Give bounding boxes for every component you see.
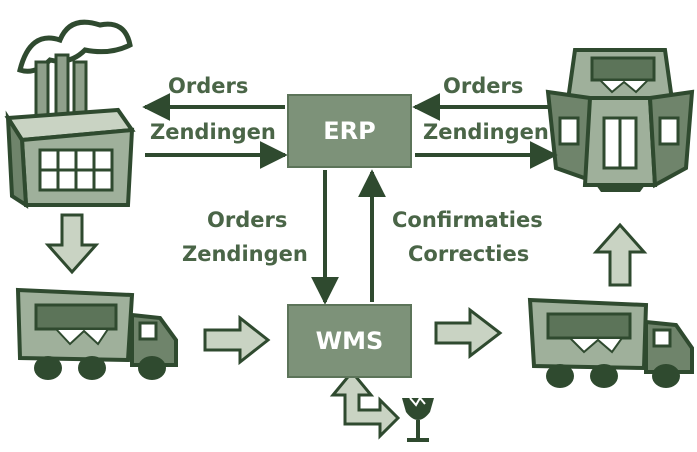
arrow-icon-returns <box>329 369 401 440</box>
arrow-icon-truck-to-store <box>592 222 648 287</box>
label-right-shipments: Zendingen <box>423 120 549 144</box>
label-down-orders: Orders <box>207 208 288 232</box>
label-up-corrections: Correcties <box>408 242 530 266</box>
arrow-icon-wms-to-truck <box>434 306 503 360</box>
label-down-shipments: Zendingen <box>182 242 308 266</box>
wms-box: WMS <box>287 304 412 378</box>
factory-icon <box>4 19 136 209</box>
truck-icon-right <box>527 297 694 388</box>
line-arrows <box>142 93 558 305</box>
store-icon <box>545 48 695 192</box>
truck-icon-left <box>15 287 178 380</box>
arrow-icon-factory-to-truck <box>44 213 100 275</box>
label-right-orders: Orders <box>443 74 524 98</box>
label-left-orders: Orders <box>168 74 249 98</box>
erp-box: ERP <box>287 94 412 168</box>
broken-glass-icon <box>402 396 434 442</box>
label-left-shipments: Zendingen <box>150 120 276 144</box>
label-up-confirmations: Confirmaties <box>392 208 543 232</box>
arrow-icon-truck-to-wms <box>203 314 271 366</box>
